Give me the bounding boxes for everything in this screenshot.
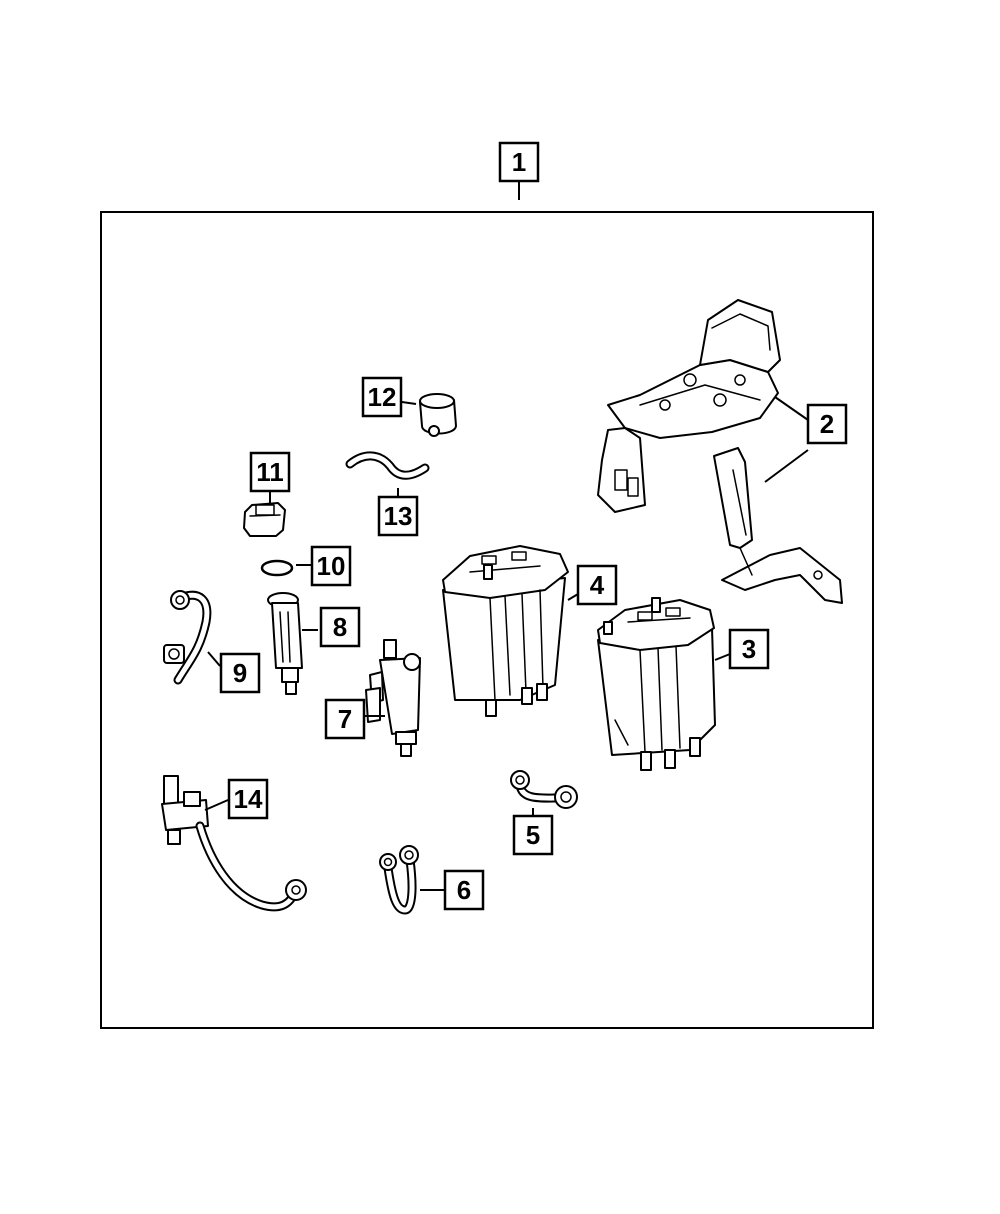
callout-label-4: 4 [590,570,605,600]
callout-10: 10 [310,545,352,587]
callout-1: 1 [498,141,540,183]
part-4-canister [442,545,569,717]
callout-4: 4 [576,564,618,606]
leader-4 [567,593,579,601]
callout-label-11: 11 [256,457,284,487]
part-11-cap [243,502,286,537]
callout-14: 14 [227,778,269,820]
leader-2b [764,449,809,483]
part-6-hose [379,845,419,915]
part-2-bracket [597,299,843,604]
callout-8: 8 [319,606,361,648]
callout-label-14: 14 [234,784,263,814]
callout-label-5: 5 [526,820,540,850]
leader-9 [207,651,221,667]
callout-label-9: 9 [233,658,247,688]
part-12-filter [419,393,457,437]
callout-label-13: 13 [384,501,413,531]
part-8-valve [267,592,303,695]
callout-2: 2 [806,403,848,445]
leader-14 [204,799,229,811]
part-10-oring [260,559,294,577]
leader-12 [401,401,417,405]
callout-label-7: 7 [338,704,352,734]
callout-label-8: 8 [333,612,347,642]
part-5-hose [510,770,578,809]
assembly-frame [100,211,874,1029]
callout-label-1: 1 [512,147,526,177]
part-14-hose [161,775,307,912]
callout-6: 6 [443,869,485,911]
callout-label-12: 12 [368,382,397,412]
part-13-hose [345,451,430,480]
callout-7: 7 [324,698,366,740]
callout-label-3: 3 [742,634,756,664]
leader-2a [774,396,809,421]
callout-11: 11 [249,451,291,493]
callout-label-2: 2 [820,409,834,439]
leader-3 [714,653,731,661]
callout-13: 13 [377,495,419,537]
callout-5: 5 [512,814,554,856]
callout-3: 3 [728,628,770,670]
part-3-canister [597,597,716,771]
part-9-hose [163,590,212,685]
callout-label-6: 6 [457,875,471,905]
callout-label-10: 10 [317,551,346,581]
callout-9: 9 [219,652,261,694]
part-7-valve [365,639,421,757]
callout-12: 12 [361,376,403,418]
